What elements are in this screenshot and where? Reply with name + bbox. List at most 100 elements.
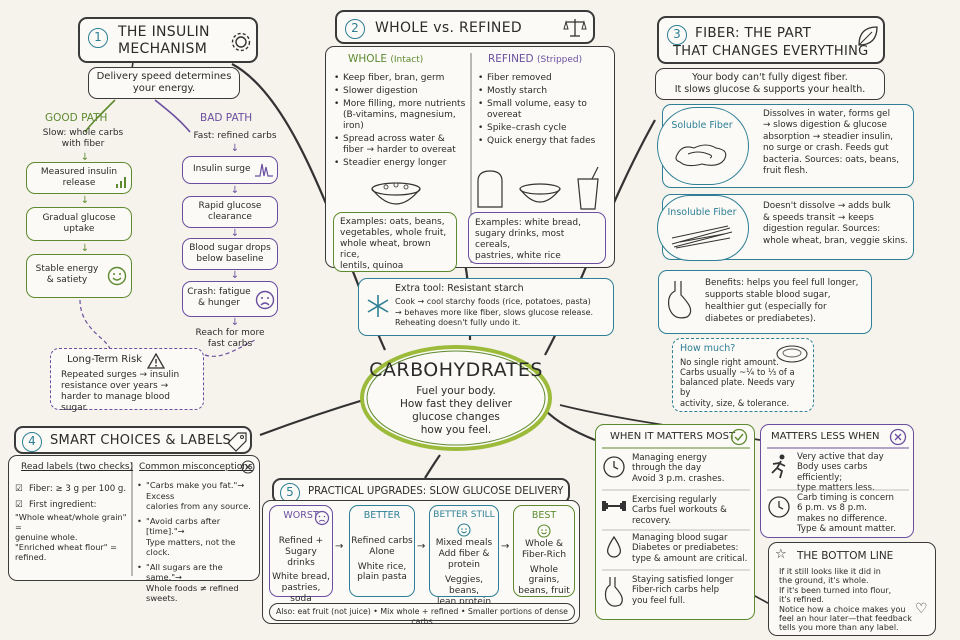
tag-icon (227, 432, 247, 452)
s3-intro-box: Your body can't fully digest fiber. It s… (655, 68, 885, 100)
bad-path-label: BAD PATH (200, 112, 253, 124)
clock-icon (768, 496, 790, 518)
s4-title: SMART CHOICES & LABELS (50, 433, 232, 448)
extra-line: Reheating doesn't fully undo it. (395, 318, 521, 327)
s5-title-box: 5 PRACTICAL UPGRADES: SLOW GLUCOSE DELIV… (272, 478, 570, 504)
upgrade-example: White rice, (357, 561, 407, 572)
read-labels-title: Read labels (two checks) (21, 462, 134, 472)
star-icon: ☆ (775, 547, 787, 562)
upgrade-example: Whole grains, (528, 564, 560, 586)
matters-title: WHEN IT MATTERS MOST (610, 431, 736, 442)
s3-title-line: FIBER: THE PART (695, 25, 812, 41)
also-text: Also: eat fruit (not juice) • Mix whole … (276, 607, 568, 626)
upgrade-col-head: BEST (531, 510, 557, 521)
arrow-right-icon: → (417, 541, 426, 552)
good-step-text: uptake (63, 223, 95, 234)
good-step: Measured insulin release (26, 162, 132, 194)
matters-item-line: recovery. (632, 515, 672, 526)
s2-title: WHOLE vs. REFINED (375, 20, 522, 36)
whole-item: More filling, more nutrients (B-vitamins… (334, 99, 466, 132)
matters-item-line: type & amount are critical. (632, 553, 748, 564)
x-circle-icon (241, 460, 255, 474)
good-step: Gradual glucose uptake (26, 207, 132, 241)
less-title: MATTERS LESS WHEN (771, 431, 880, 442)
bottom-line-text: it's refined. (779, 595, 824, 605)
good-step-text: release (62, 177, 96, 188)
refined-item: Spike–crash cycle (478, 123, 610, 134)
s1-number: 1 (88, 27, 108, 48)
s1-delivery-box: Delivery speed determines your energy. (88, 67, 240, 99)
s3-title-box: 3 FIBER: THE PART THAT CHANGES EVERYTHIN… (657, 16, 885, 64)
soluble-box: Soluble Fiber Dissolves in water, forms … (657, 104, 914, 188)
bottom-line-text: If it still looks like it did in (779, 567, 881, 576)
upgrade-col: WORST Refined +Sugary drinks White bread… (269, 505, 333, 604)
also-box: Also: eat fruit (not juice) • Mix whole … (269, 603, 575, 626)
bottom-line-text: Notice how a choice makes you (779, 604, 906, 614)
smile-icon (537, 524, 551, 538)
good-step-text: Gradual glucose (42, 213, 116, 223)
refined-item: Small volume, easy to overeat (478, 99, 610, 121)
upgrade-example: White bread, (272, 572, 330, 583)
good-intro-line: Slow: whole carbs (42, 128, 124, 138)
whole-item: Keep fiber, bran, germ (334, 73, 466, 84)
whole-item: Steadier energy longer (334, 158, 466, 169)
center-node: CARBOHYDRATES Fuel your body. How fast t… (358, 343, 554, 453)
refined-item: Mostly starch (478, 86, 610, 97)
soluble-line: fruit flesh. (763, 166, 808, 177)
s4-title-box: 4 SMART CHOICES & LABELS (14, 426, 252, 454)
less-item-line: Body uses carbs efficiently; (797, 462, 868, 483)
whole-head: WHOLE (348, 53, 388, 65)
good-step-text: & satiety (46, 274, 88, 285)
bad-step-text: Rapid glucose (198, 201, 262, 211)
extra-title: Extra tool: Resistant starch (395, 283, 524, 294)
smile-icon (457, 523, 471, 537)
center-line: glucose changes (412, 411, 500, 423)
bars-icon (116, 177, 126, 188)
warning-icon (147, 353, 165, 369)
how-much-line: balanced plate. Needs vary by (680, 377, 795, 398)
less-item-line: makes no difference. (797, 513, 888, 524)
good-step-text: Measured insulin (40, 167, 118, 177)
soluble-line: no surge or crash. Feeds gut (763, 143, 889, 154)
how-much-line: activity, size, & tolerance. (680, 397, 790, 408)
matters-item-head: Managing energy (632, 453, 707, 463)
sad-face-icon (314, 510, 330, 526)
bad-step-text: clearance (208, 211, 252, 222)
upgrade-main: Fiber-Rich (521, 549, 567, 560)
gel-icon (675, 144, 727, 167)
refined-examples-box: Examples: white bread, sugary drinks, mo… (468, 212, 606, 264)
upgrade-example: pastries, soda (281, 583, 321, 605)
bad-outro-line: Reach for more (195, 328, 265, 338)
bottom-line-text: feel an hour later—that feedback (779, 614, 912, 624)
center-line: how you feel. (420, 424, 492, 436)
bottom-title: THE BOTTOM LINE (797, 550, 894, 562)
s3-title-line: THAT CHANGES EVERYTHING (673, 44, 869, 59)
insoluble-line: whole wheat, bran, veggie skins. (763, 235, 908, 246)
whole-example-line: vegetables, whole fruit, (340, 227, 447, 238)
sad-face-icon (255, 290, 275, 310)
misconceptions-title: Common misconceptions (139, 462, 253, 472)
upgrade-main: Alone (369, 546, 395, 557)
good-step: Stable energy & satiety (26, 254, 132, 298)
stomach-icon (604, 577, 623, 607)
check2-line: genuine whole. (15, 531, 78, 542)
heart-icon: ♡ (915, 601, 928, 617)
whole-examples-box: Examples: oats, beans, vegetables, whole… (333, 212, 457, 272)
s1-title-line: THE INSULIN (118, 24, 210, 40)
matters-most-box: WHEN IT MATTERS MOST Managing energy thr… (595, 424, 755, 620)
misconception-line: "Carbs make you fat."→ Excess (146, 480, 245, 501)
less-item-line: 6 p.m. vs 8 p.m. (797, 503, 868, 514)
refined-example-line: sugary drinks, most cereals, (475, 228, 565, 250)
less-item-line: type matters less. (797, 483, 875, 494)
grain-bowl-icon (371, 182, 421, 205)
upgrade-col: BEST Whole &Fiber-Rich Whole grains,bean… (513, 505, 575, 597)
snowflake-icon (367, 295, 389, 317)
how-much-title: How much? (680, 343, 736, 354)
upgrade-example: plain pasta (357, 572, 407, 583)
upgrade-col-head: BETTER (363, 510, 401, 521)
clock-icon (603, 456, 625, 478)
soluble-line: Dissolves in water, forms gel (763, 109, 891, 119)
drop-icon (606, 535, 622, 558)
whole-example-line: whole wheat, brown rice, (340, 238, 431, 260)
